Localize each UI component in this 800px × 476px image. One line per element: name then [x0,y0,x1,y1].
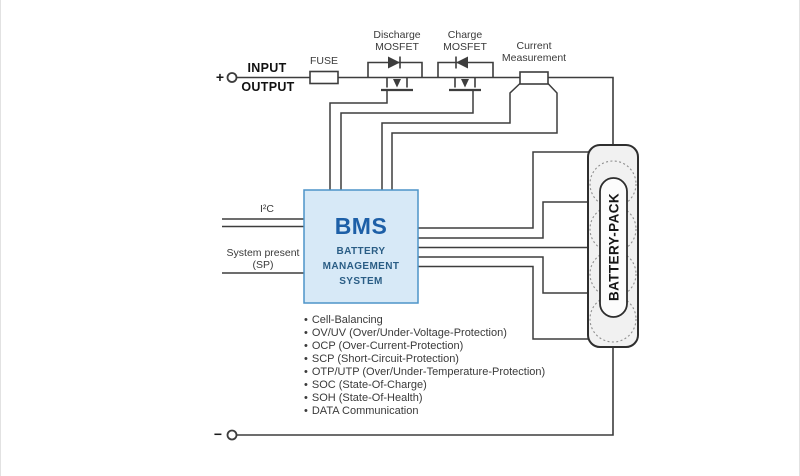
current-measurement-label: Current Measurement [501,40,567,64]
battery-cell-icon [589,295,637,343]
discharge-mosfet-symbol [367,56,423,92]
wire-charge-gate [340,90,474,190]
bms-feature-list: Cell-Balancing OV/UV (Over/Under-Voltage… [304,314,545,418]
wire-discharge-gate [329,90,388,190]
feature-item: SOH (State-Of-Health) [304,392,545,405]
charge-mosfet-symbol [437,56,494,92]
battery-pack-label-capsule [599,177,628,318]
wire-positive-rail [236,76,614,145]
mosfet-arrow-icon [393,79,401,88]
bms-box [303,189,419,304]
shunt-resistor-symbol [519,71,549,85]
output-label: OUTPUT [241,79,295,94]
battery-pack [587,144,639,348]
wire-current-sense-left [381,82,521,190]
charge-mosfet-label: Charge MOSFET [443,29,487,53]
feature-item: SOC (State-Of-Charge) [304,379,545,392]
feature-item: OTP/UTP (Over/Under-Temperature-Protecti… [304,366,545,379]
feature-item: SCP (Short-Circuit-Protection) [304,353,545,366]
feature-item: OV/UV (Over/Under-Voltage-Protection) [304,327,545,340]
mosfet-terminals [454,77,476,88]
i2c-label: I²C [260,203,274,215]
wire-cell-tap-2 [418,201,589,239]
wire-current-sense-right [391,82,558,190]
bms-acronym: BMS [334,213,388,239]
feature-item: DATA Communication [304,405,545,418]
feature-item: OCP (Over-Current-Protection) [304,340,545,353]
fuse-symbol [309,70,339,85]
negative-terminal-icon [226,429,238,441]
mosfet-arrow-icon [461,79,469,88]
wire-cell-tap-5 [418,265,589,340]
wire-cell-tap-4 [418,256,589,294]
system-present-label: System present (SP) [226,247,300,271]
negative-sign: − [213,426,223,442]
bms-full-name: BATTERY MANAGEMENT SYSTEM [322,246,400,288]
left-edge-border [0,0,1,476]
positive-sign: + [215,68,225,85]
fuse-label: FUSE [309,55,339,67]
feature-item: Cell-Balancing [304,314,545,327]
positive-terminal-icon [226,72,238,83]
diode-icon [456,56,468,69]
input-label: INPUT [247,60,287,75]
battery-pack-label: BATTERY-PACK [606,192,622,302]
diode-icon [388,56,400,69]
wire-cell-tap-1 [418,151,589,229]
discharge-mosfet-label: Discharge MOSFET [373,29,421,53]
wire-negative-rail [236,347,614,436]
mosfet-terminals [386,77,408,88]
